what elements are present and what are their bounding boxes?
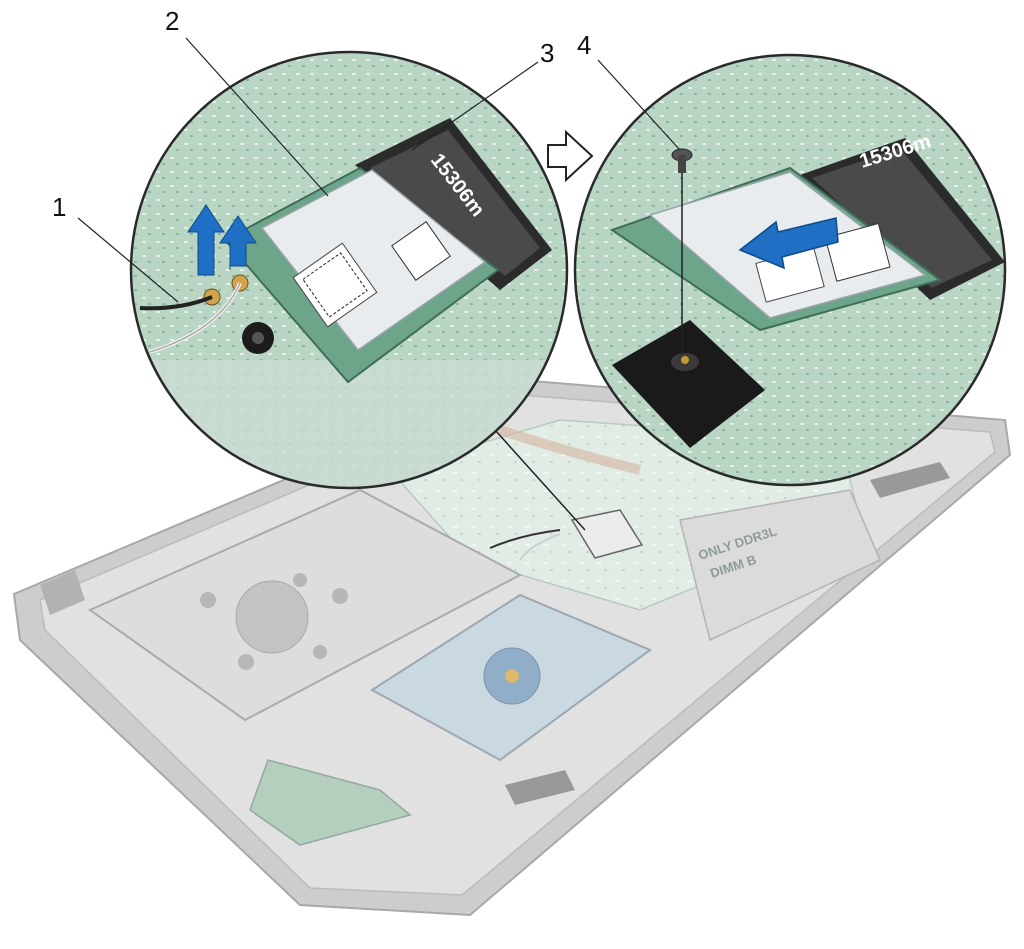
zoom-circle-left: 15306m [129, 50, 569, 490]
callout-1: 1 [52, 192, 67, 222]
callout-4: 4 [577, 30, 592, 60]
callout-3: 3 [540, 38, 555, 68]
outline-right-arrow-icon [547, 129, 594, 183]
zoom-leader-line [494, 429, 586, 531]
lift-arrow-icons [187, 204, 257, 276]
zoom-circle-right: 15306m [573, 53, 1007, 487]
wireless-card-in-situ [489, 509, 644, 561]
callout-2: 2 [165, 6, 180, 36]
slide-left-arrow-icon [738, 217, 839, 270]
callout-leaders [77, 37, 681, 303]
